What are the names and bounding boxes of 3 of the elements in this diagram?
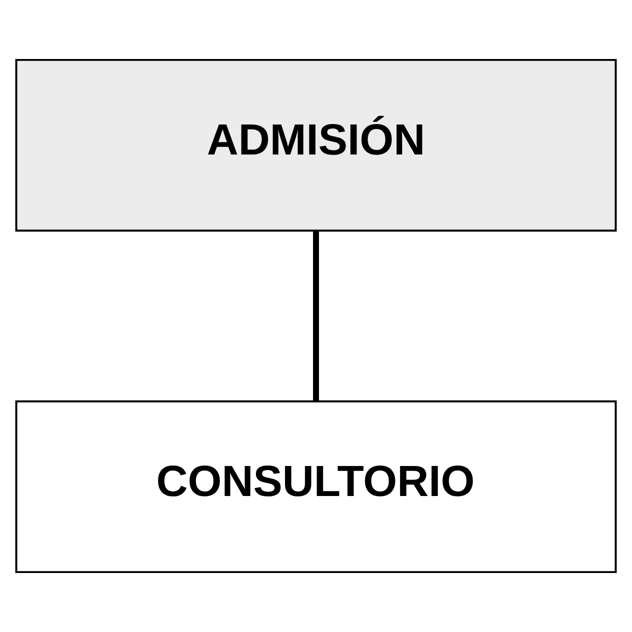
- node-box: ADMISIÓN: [15, 58, 617, 232]
- connector: [313, 230, 319, 402]
- node-box: CONSULTORIO: [15, 400, 617, 574]
